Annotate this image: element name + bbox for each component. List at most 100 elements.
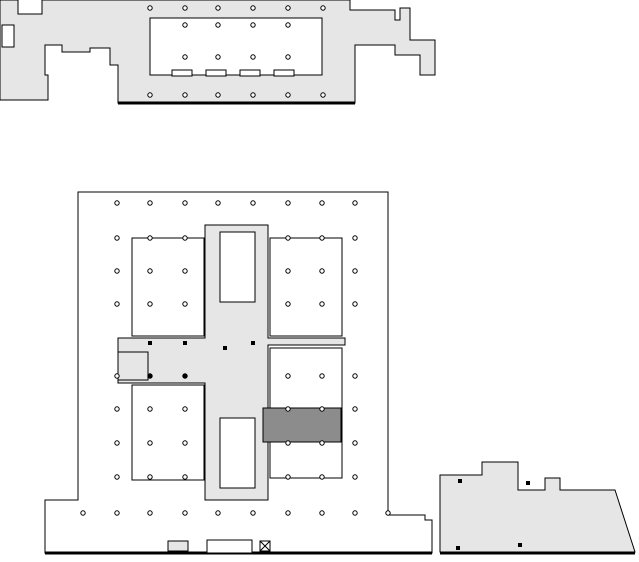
- column: [182, 510, 188, 516]
- column: [147, 92, 153, 98]
- column: [319, 301, 325, 307]
- column: [114, 235, 120, 241]
- column: [114, 474, 120, 480]
- column: [250, 5, 256, 11]
- column: [114, 440, 120, 446]
- upper-columns: [147, 5, 326, 98]
- column: [182, 200, 188, 206]
- column: [147, 474, 153, 480]
- square-columns: [148, 341, 530, 550]
- square-column: [518, 543, 522, 547]
- column: [147, 268, 153, 274]
- column: [114, 268, 120, 274]
- upper-floor-plan: [0, 0, 436, 105]
- column: [285, 92, 291, 98]
- column: [114, 200, 120, 206]
- column: [182, 301, 188, 307]
- column: [147, 406, 153, 412]
- column: [250, 200, 256, 206]
- column: [319, 200, 325, 206]
- highlighted-room[interactable]: [262, 407, 342, 443]
- column: [215, 22, 221, 28]
- column: [182, 474, 188, 480]
- square-column: [148, 374, 152, 378]
- square-column: [456, 546, 460, 550]
- upper-openings: [171, 69, 295, 77]
- column: [182, 54, 188, 60]
- column: [285, 406, 291, 412]
- square-column: [526, 481, 530, 485]
- column: [319, 474, 325, 480]
- upper-left-stairs: [1, 24, 15, 48]
- column: [114, 373, 120, 379]
- west-room: [117, 351, 149, 381]
- column: [250, 54, 256, 60]
- column: [352, 373, 358, 379]
- column: [285, 22, 291, 28]
- column: [215, 510, 221, 516]
- column: [147, 301, 153, 307]
- column: [352, 268, 358, 274]
- annex-outline: [439, 461, 636, 553]
- column: [319, 373, 325, 379]
- column: [215, 54, 221, 60]
- column: [285, 510, 291, 516]
- column: [285, 301, 291, 307]
- column: [215, 200, 221, 206]
- column: [352, 301, 358, 307]
- room-ne: [269, 237, 343, 337]
- column: [320, 5, 326, 11]
- column: [182, 440, 188, 446]
- column: [319, 268, 325, 274]
- column: [285, 440, 291, 446]
- column: [182, 235, 188, 241]
- column: [285, 268, 291, 274]
- column: [285, 200, 291, 206]
- column: [147, 440, 153, 446]
- column: [215, 92, 221, 98]
- column: [147, 200, 153, 206]
- column: [352, 510, 358, 516]
- column: [114, 510, 120, 516]
- column: [182, 268, 188, 274]
- column: [114, 301, 120, 307]
- column: [320, 92, 326, 98]
- upper-courtyard: [149, 17, 323, 76]
- north-wing: [219, 231, 256, 303]
- square-column: [183, 374, 187, 378]
- column: [147, 235, 153, 241]
- stair-left: [167, 540, 189, 552]
- column: [182, 5, 188, 11]
- central-corridor: [117, 224, 346, 501]
- square-column: [458, 479, 462, 483]
- column: [285, 54, 291, 60]
- square-column: [251, 341, 255, 345]
- south-entrance: [206, 539, 253, 554]
- column: [114, 406, 120, 412]
- south-wing: [219, 417, 256, 489]
- column: [250, 22, 256, 28]
- column: [147, 510, 153, 516]
- column: [352, 200, 358, 206]
- room-sw: [131, 384, 205, 481]
- column: [182, 92, 188, 98]
- column: [319, 406, 325, 412]
- column: [285, 5, 291, 11]
- column: [385, 510, 391, 516]
- room-nw: [131, 237, 205, 337]
- column: [319, 440, 325, 446]
- column: [215, 5, 221, 11]
- square-column: [183, 341, 187, 345]
- column: [319, 235, 325, 241]
- column: [182, 406, 188, 412]
- column: [250, 510, 256, 516]
- column: [285, 474, 291, 480]
- column: [352, 235, 358, 241]
- column: [319, 510, 325, 516]
- lower-floor-plan: [44, 191, 636, 555]
- column: [80, 510, 86, 516]
- column: [352, 440, 358, 446]
- square-column: [148, 341, 152, 345]
- column: [250, 92, 256, 98]
